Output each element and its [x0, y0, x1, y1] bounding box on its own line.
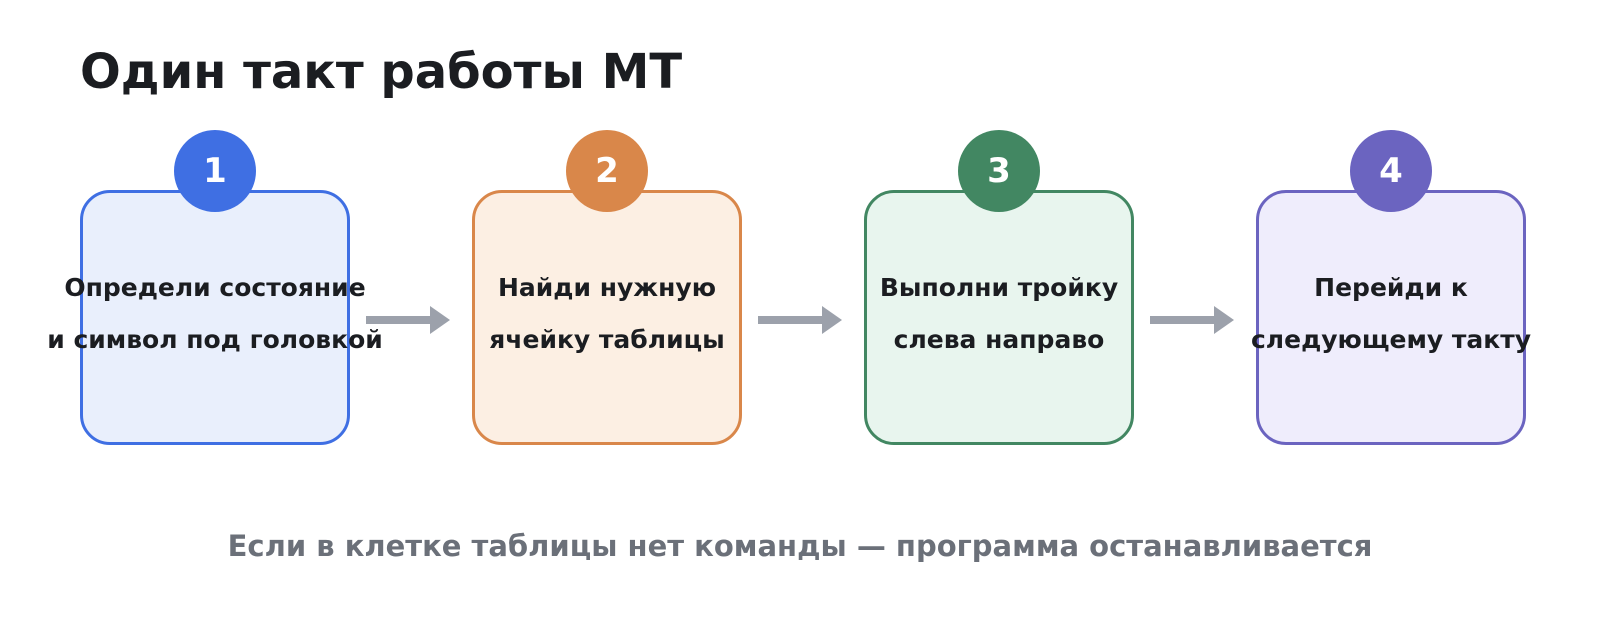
- step-3-card: [864, 190, 1134, 445]
- step-4-number-badge: 4: [1350, 130, 1432, 212]
- step-4-label: Перейди к следующему такту: [1191, 262, 1591, 366]
- step-3-label-line-2: слева направо: [893, 325, 1105, 354]
- step-1-number-badge: 1: [174, 130, 256, 212]
- step-2-label-line-1: Найди нужную: [497, 273, 717, 302]
- step-3-number-badge: 3: [958, 130, 1040, 212]
- step-2-number-badge: 2: [566, 130, 648, 212]
- step-2-label-line-2: ячейку таблицы: [489, 325, 725, 354]
- step-1-card: [80, 190, 350, 445]
- arrow-1-to-2: [366, 306, 450, 334]
- step-1-label: Определи состояние и символ под головкой: [15, 262, 415, 366]
- step-4-label-line-1: Перейди к: [1314, 273, 1468, 302]
- diagram-title: Один такт работы МТ: [80, 44, 683, 100]
- step-4-label-line-2: следующему такту: [1250, 325, 1532, 354]
- step-2-card: [472, 190, 742, 445]
- arrow-2-to-3: [758, 306, 842, 334]
- footnote: Если в клетке таблицы нет команды — прог…: [227, 529, 1373, 563]
- arrow-3-to-4: [1150, 306, 1234, 334]
- step-4-card: [1256, 190, 1526, 445]
- step-1-label-line-2: и символ под головкой: [47, 325, 383, 354]
- step-2-label: Найди нужную ячейку таблицы: [407, 262, 807, 366]
- step-1-label-line-1: Определи состояние: [64, 273, 366, 302]
- step-3-label-line-1: Выполни тройку: [879, 273, 1119, 302]
- step-3-label: Выполни тройку слева направо: [799, 262, 1199, 366]
